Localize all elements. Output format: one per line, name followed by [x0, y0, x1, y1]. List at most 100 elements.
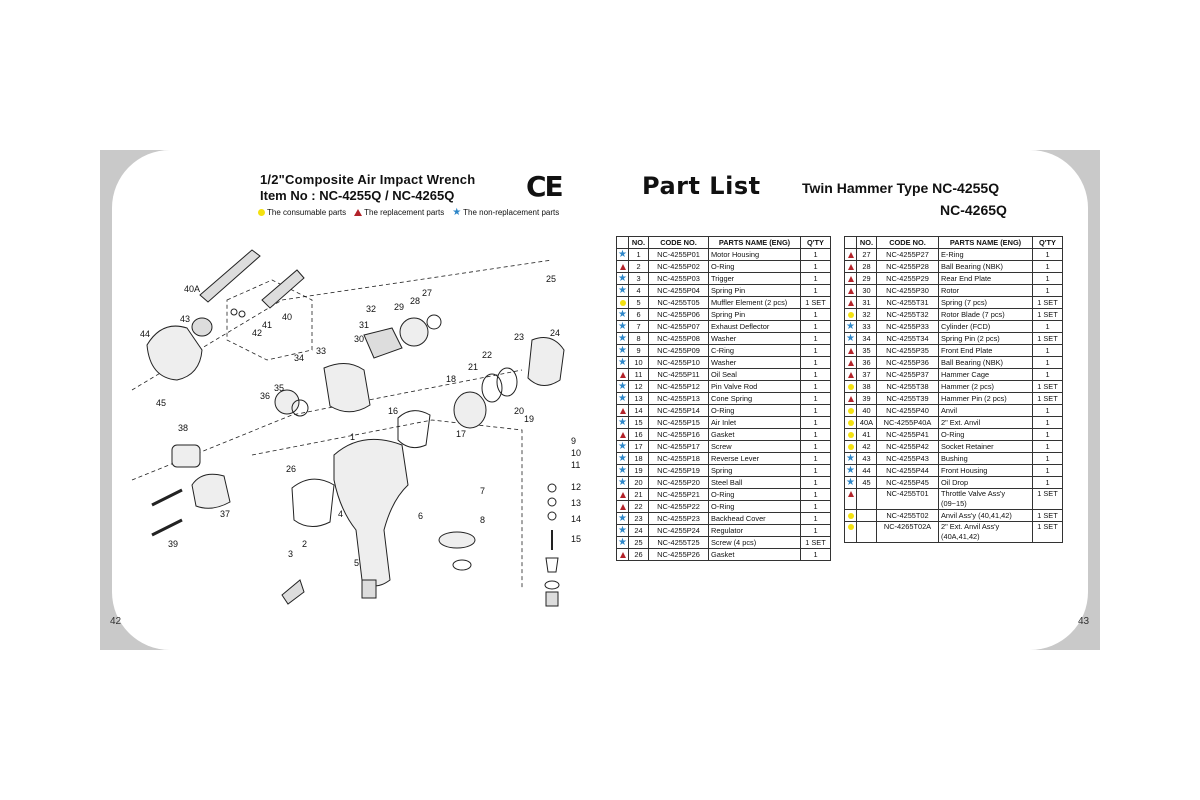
row-code: NC-4255P06	[648, 308, 709, 321]
callout-label: 6	[418, 511, 423, 521]
blue-star-icon: ★	[618, 285, 627, 296]
callout-label: 36	[260, 391, 270, 401]
row-qty: 1	[800, 272, 831, 285]
row-qty: 1	[800, 452, 831, 465]
row-name: Air Inlet	[708, 416, 801, 429]
row-qty: 1	[1032, 416, 1063, 429]
callout-label: 29	[394, 302, 404, 312]
row-no: 11	[628, 368, 649, 381]
callout-label: 24	[550, 328, 560, 338]
red-triangle-icon	[847, 395, 854, 402]
row-qty: 1 SET	[1032, 380, 1063, 393]
row-name: Pin Valve Rod	[708, 380, 801, 393]
red-triangle-icon	[619, 503, 626, 510]
row-icon	[616, 404, 629, 417]
row-icon: ★	[616, 464, 629, 477]
row-name: E-Ring	[938, 248, 1033, 261]
row-qty: 1	[800, 440, 831, 453]
row-name: Spring	[708, 464, 801, 477]
row-name: C-Ring	[708, 344, 801, 357]
callout-label: 11	[571, 460, 580, 470]
row-no: 21	[628, 488, 649, 501]
row-no	[856, 488, 877, 510]
callout-label: 40A	[184, 284, 200, 294]
row-no: 23	[628, 512, 649, 525]
row-no: 30	[856, 284, 877, 297]
row-no: 17	[628, 440, 649, 453]
row-qty: 1 SET	[1032, 308, 1063, 321]
row-name: Cone Spring	[708, 392, 801, 405]
row-no: 36	[856, 356, 877, 369]
row-code: NC-4255P43	[876, 452, 939, 465]
row-code: NC-4255P02	[648, 260, 709, 273]
yellow-dot-icon	[619, 299, 626, 306]
row-icon	[844, 284, 857, 297]
callout-label: 30	[354, 334, 364, 344]
row-name: Backhead Cover	[708, 512, 801, 525]
red-triangle-icon	[619, 263, 626, 270]
callout-label: 37	[220, 509, 230, 519]
callout-label: 35	[274, 383, 284, 393]
row-qty: 1	[1032, 452, 1063, 465]
callout-label: 12	[571, 482, 581, 492]
row-no: 28	[856, 260, 877, 273]
row-name: Throttle Valve Ass'y(09~15)	[938, 488, 1033, 510]
row-code: NC-4255T34	[876, 332, 939, 345]
row-name: Oil Seal	[708, 368, 801, 381]
callout-label: 21	[468, 362, 478, 372]
callout-label: 25	[546, 274, 556, 284]
row-name: Rotor	[938, 284, 1033, 297]
blue-star-icon: ★	[618, 465, 627, 476]
callout-label: 40	[282, 312, 292, 322]
row-no: 41	[856, 428, 877, 441]
row-icon	[844, 260, 857, 273]
row-no: 29	[856, 272, 877, 285]
row-code: NC-4265T02A	[876, 521, 939, 543]
yellow-dot-icon	[847, 524, 854, 530]
row-qty: 1	[1032, 356, 1063, 369]
row-code: NC-4255P24	[648, 524, 709, 537]
row-icon: ★	[844, 332, 857, 345]
row-icon: ★	[844, 464, 857, 477]
red-triangle-icon	[847, 275, 854, 282]
row-code: NC-4255P11	[648, 368, 709, 381]
row-code: NC-4255P40	[876, 404, 939, 417]
row-name: Ball Bearing (NBK)	[938, 260, 1033, 273]
row-code: NC-4255P04	[648, 284, 709, 297]
row-code: NC-4255P17	[648, 440, 709, 453]
blue-star-icon: ★	[846, 321, 855, 332]
row-icon	[844, 440, 857, 453]
row-code: NC-4255P45	[876, 476, 939, 489]
row-no: 7	[628, 320, 649, 333]
row-no: 37	[856, 368, 877, 381]
row-icon: ★	[616, 248, 629, 261]
row-no: 6	[628, 308, 649, 321]
row-no: 22	[628, 500, 649, 513]
yellow-dot-icon	[847, 443, 854, 450]
row-code: NC-4255P23	[648, 512, 709, 525]
row-icon: ★	[616, 440, 629, 453]
row-icon	[844, 272, 857, 285]
callout-label: 2	[302, 539, 307, 549]
legend-non-replacement: ★The non-replacement parts	[452, 207, 560, 218]
row-name: 2" Ext. Anvil	[938, 416, 1033, 429]
row-name: Washer	[708, 356, 801, 369]
red-triangle-icon	[354, 209, 363, 216]
row-no: 45	[856, 476, 877, 489]
row-qty: 1	[1032, 344, 1063, 357]
row-code: NC-4255P36	[876, 356, 939, 369]
row-icon: ★	[844, 320, 857, 333]
callout-label: 5	[354, 558, 359, 568]
